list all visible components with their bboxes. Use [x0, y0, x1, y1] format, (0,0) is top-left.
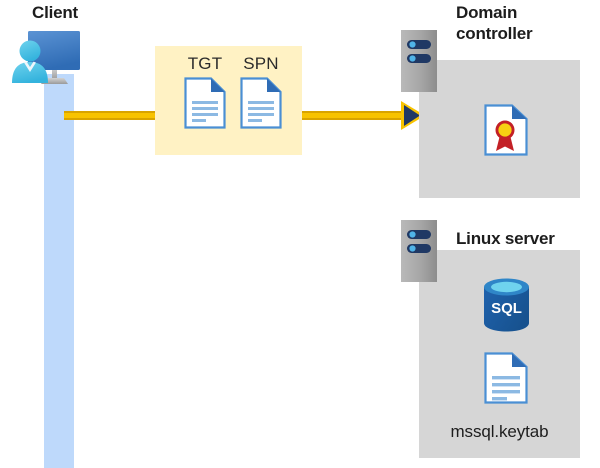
- sql-database-label: SQL: [491, 300, 522, 317]
- keytab-file-label: mssql.keytab: [450, 422, 549, 441]
- document-icon: [484, 352, 528, 404]
- server-rack-icon: [401, 30, 437, 92]
- ticket-spn-label: SPN: [243, 54, 279, 73]
- flow-line-segment-right: [290, 111, 410, 120]
- arrow-right-icon: [400, 100, 426, 131]
- document-icon: [240, 77, 282, 129]
- domain-controller-title: Domain controller: [456, 3, 533, 43]
- sql-database-icon: SQL: [481, 278, 532, 332]
- client-workstation-icon: [8, 28, 96, 98]
- ticket-tgt-label: TGT: [187, 54, 223, 73]
- ticket-spn: SPN: [233, 54, 289, 129]
- ticket-highlight-panel: TGT SPN: [155, 46, 302, 155]
- linux-server-title: Linux server: [456, 229, 555, 248]
- flow-line-segment-left: [64, 111, 159, 120]
- server-rack-icon: [401, 220, 437, 282]
- ticket-tgt: TGT: [177, 54, 233, 129]
- document-icon: [184, 77, 226, 129]
- client-lifeline: [44, 74, 74, 468]
- certificate-document-icon: [484, 104, 528, 156]
- client-title: Client: [32, 3, 79, 22]
